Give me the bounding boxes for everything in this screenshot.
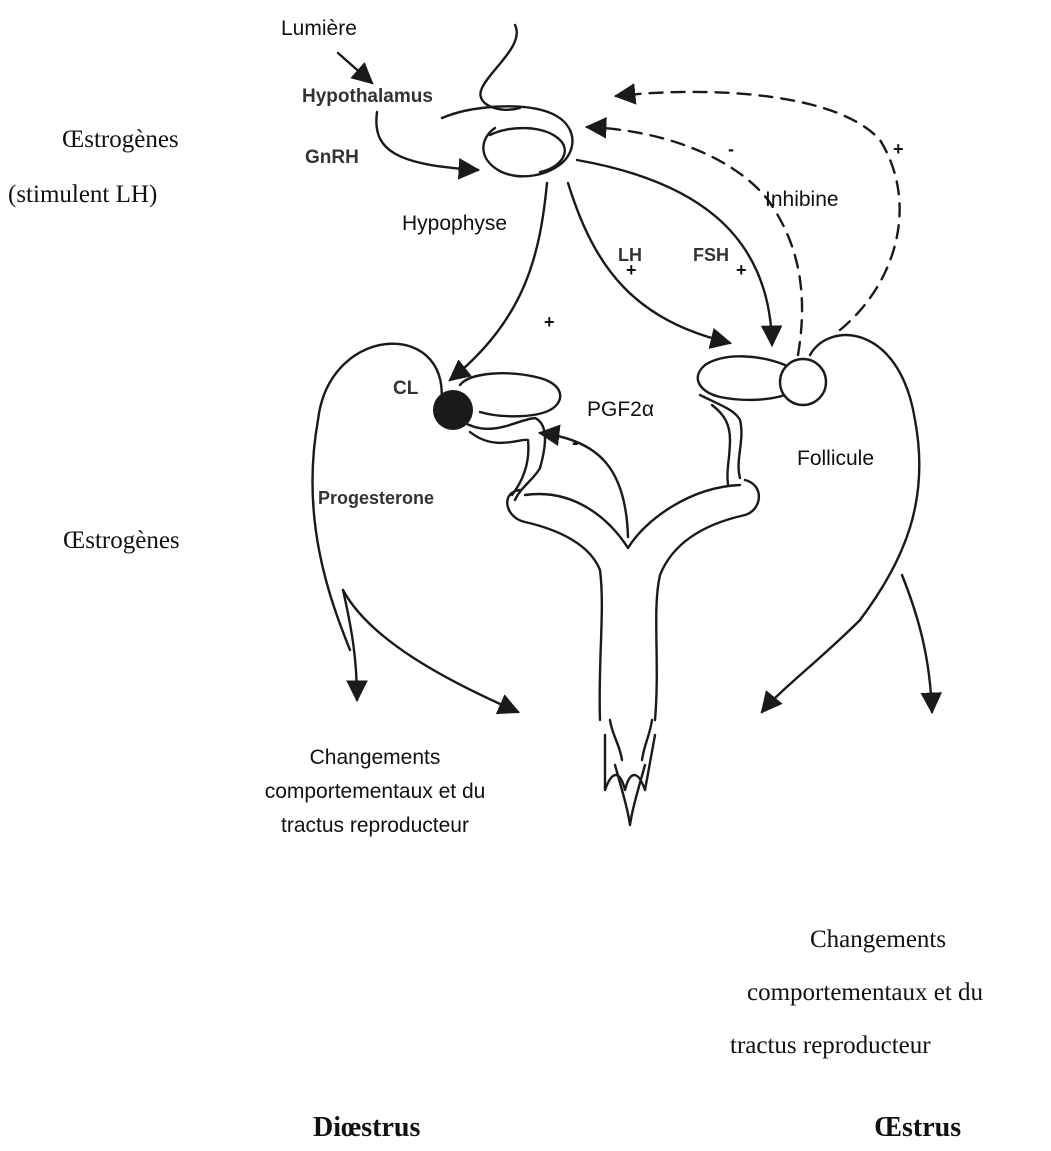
- caption-left-line-1: Changements: [255, 741, 495, 775]
- caption-right-line-3: tractus reproducteur: [730, 1032, 931, 1060]
- label-fsh: FSH: [693, 245, 729, 266]
- label-hypophyse: Hypophyse: [402, 212, 507, 236]
- label-pgf2a: PGF2α: [587, 398, 654, 422]
- phase-oestrus: Œstrus: [874, 1112, 961, 1144]
- label-stimulent-lh: (stimulent LH): [8, 181, 157, 209]
- corpus-luteum: [433, 390, 473, 430]
- vagina: [605, 735, 655, 790]
- sign-plus-fsh: +: [736, 260, 747, 281]
- gnrh-arrow: [376, 112, 478, 170]
- right-oviduct-2: [712, 405, 730, 485]
- uterus-body-right: [655, 480, 759, 720]
- caption-left-line-3: tractus reproducteur: [255, 809, 495, 843]
- uterus-body: [507, 490, 602, 720]
- fsh-arrow-to-follicle: [577, 160, 772, 345]
- phase-dioestrus: Diœstrus: [313, 1112, 420, 1144]
- left-ovary: [460, 373, 560, 416]
- right-oviduct: [700, 395, 741, 478]
- label-cl: CL: [393, 378, 418, 400]
- label-follicule: Follicule: [797, 447, 874, 471]
- pituitary-inner: [490, 128, 565, 172]
- label-lumiere: Lumière: [281, 17, 357, 41]
- estrogen-arrow-down: [902, 575, 932, 712]
- label-progesterone: Progesterone: [318, 488, 434, 509]
- vagina-inner: [615, 765, 645, 825]
- left-oviduct-2: [470, 432, 528, 495]
- caption-right-line-2: comportementaux et du: [747, 979, 983, 1007]
- sign-plus-feedback: +: [893, 139, 904, 160]
- label-oestrogenes-top: Œstrogènes: [62, 126, 179, 154]
- light-arrow: [338, 53, 372, 83]
- sign-plus-lh: +: [626, 260, 637, 281]
- sign-minus-inhibin: -: [728, 139, 734, 160]
- hypothalamus-shape: [480, 25, 520, 110]
- label-hypothalamus: Hypothalamus: [302, 86, 433, 108]
- pgf2a-arrow: [540, 433, 628, 537]
- pituitary-shape: [442, 106, 572, 176]
- cervix: [610, 720, 652, 760]
- label-gnrh: GnRH: [305, 147, 359, 169]
- right-ovary: [698, 356, 785, 400]
- caption-left-line-2: comportementaux et du: [255, 775, 495, 809]
- follicle: [780, 359, 826, 405]
- left-oviduct: [460, 418, 545, 500]
- uterus-top-arc: [525, 485, 740, 548]
- caption-right-line-1: Changements: [810, 926, 946, 954]
- sign-plus-cl: +: [544, 312, 555, 333]
- sign-minus-pgf: -: [572, 432, 579, 455]
- caption-left: Changements comportementaux et du tractu…: [255, 741, 495, 843]
- label-oestrogenes-mid: Œstrogènes: [63, 527, 180, 555]
- label-inhibine: Inhibine: [765, 188, 839, 212]
- progesterone-arrow-right: [343, 590, 518, 712]
- estrogen-feedback-arrow: [616, 92, 900, 330]
